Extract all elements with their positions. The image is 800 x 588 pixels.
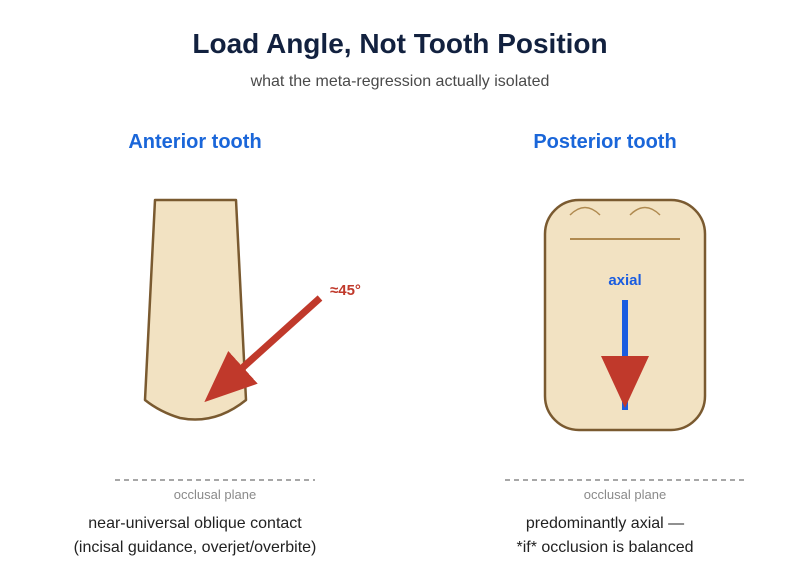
posterior-plane-label: occlusal plane — [583, 487, 667, 502]
anterior-tooth — [143, 198, 248, 421]
axial-label: axial — [608, 272, 641, 289]
anterior-heading: Anterior tooth — [128, 131, 262, 153]
anterior-caption-line1: near-universal oblique contact — [88, 515, 302, 532]
axial-load-arrowhead — [601, 356, 649, 408]
posterior-heading: Posterior tooth — [533, 131, 677, 153]
angle-label: ≈45° — [330, 282, 361, 299]
posterior-caption: predominantly axial — *if* occlusion is … — [435, 512, 775, 560]
oblique-load-arrow — [204, 295, 323, 403]
anterior-caption: near-universal oblique contact (incisal … — [25, 512, 365, 560]
posterior-caption-line1: predominantly axial — — [525, 515, 685, 532]
cusp-right — [629, 206, 661, 216]
anterior-plane-label: occlusal plane — [173, 487, 257, 502]
posterior-caption-line2: *if* occlusion is balanced — [516, 539, 694, 556]
cusp-left — [569, 206, 601, 216]
diagram-subtitle: what the meta-regression actually isolat… — [250, 73, 550, 90]
diagram-title: Load Angle, Not Tooth Position — [192, 28, 608, 59]
anterior-caption-line2: (incisal guidance, overjet/overbite) — [73, 539, 317, 556]
